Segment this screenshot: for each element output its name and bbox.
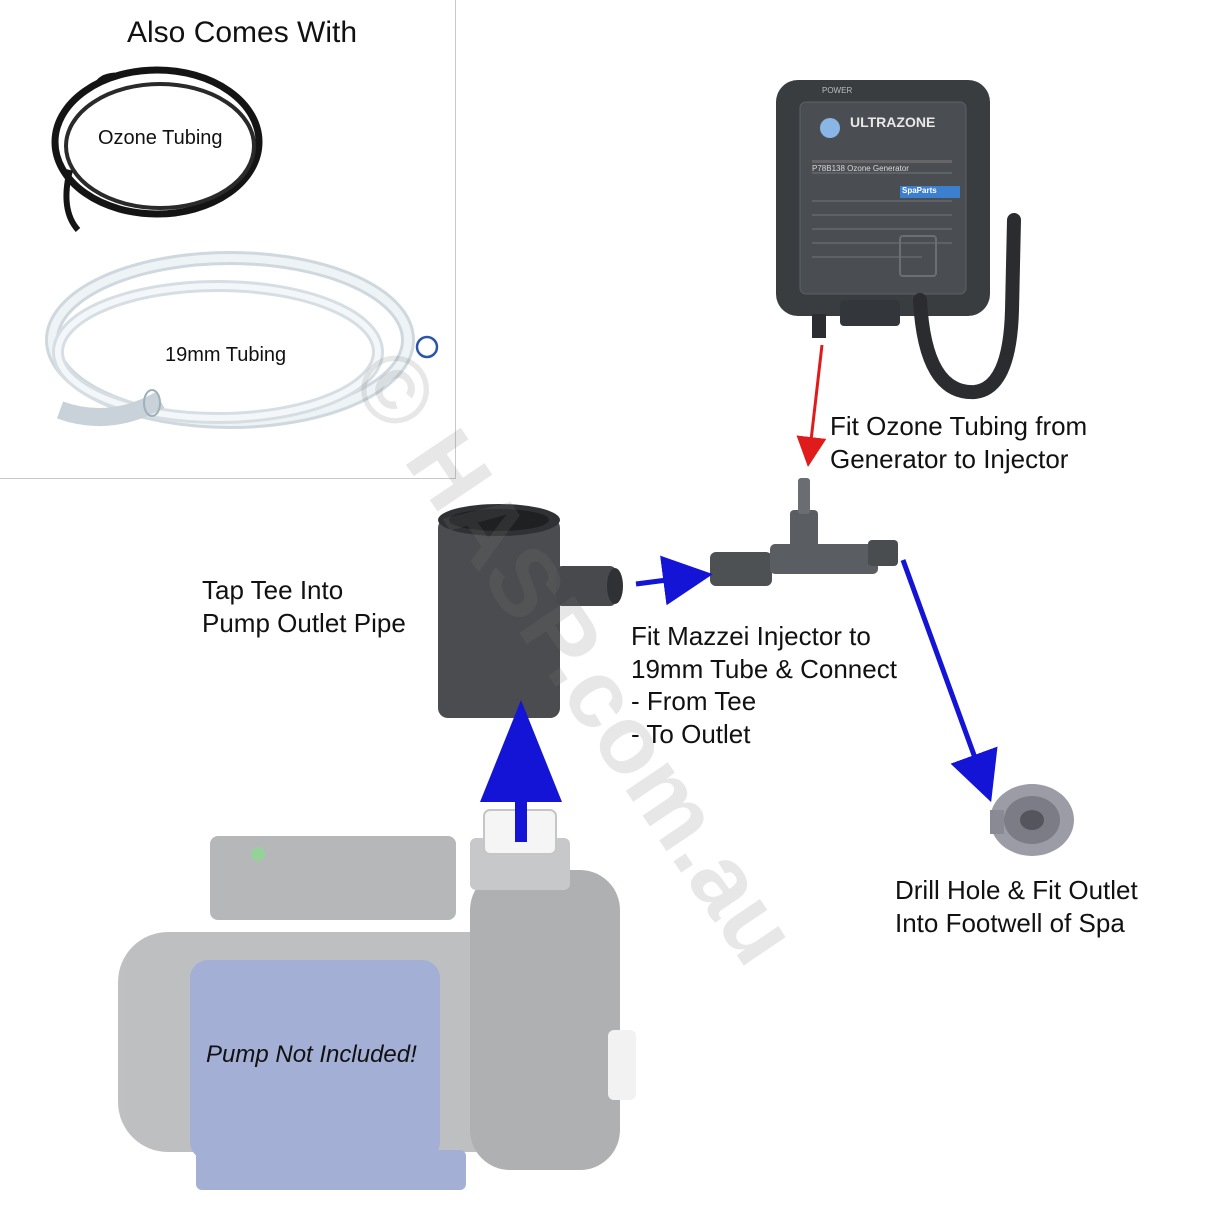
injector-to-outlet-arrow [900,559,998,803]
clear-tubing-image [45,251,439,429]
spa-outlet-image [990,784,1074,856]
generator-to-injector-arrow [796,344,827,467]
tee-fitting-image [438,504,623,718]
tee-to-injector-arrow [635,555,713,606]
mazzei-injector-image [710,478,898,586]
ozone-tubing-image [51,66,263,233]
ozone-tubing-label: Ozone Tubing [98,127,223,149]
step-drill-hole: Drill Hole & Fit Outlet Into Footwell of… [895,875,1138,938]
step-fit-injector: Fit Mazzei Injector to 19mm Tube & Conne… [631,621,897,749]
step-fit-ozone-tubing: Fit Ozone Tubing from Generator to Injec… [830,411,1088,474]
generator-brand: ULTRAZONE [850,114,936,130]
pump-to-tee-arrow [480,700,562,842]
pump-note: Pump Not Included! [206,1041,417,1068]
generator-model: P78B138 Ozone Generator [812,164,909,173]
tubing-19mm-label: 19mm Tubing [165,344,287,366]
generator-badge: SpaParts [902,186,937,195]
pump-image [118,809,636,1190]
accessories-inset [0,0,456,479]
step-tap-tee: Tap Tee Into Pump Outlet Pipe [202,575,406,638]
generator-power-label: POWER [822,86,853,95]
inset-heading: Also Comes With [127,16,358,49]
ozone-generator-image [776,80,1021,400]
